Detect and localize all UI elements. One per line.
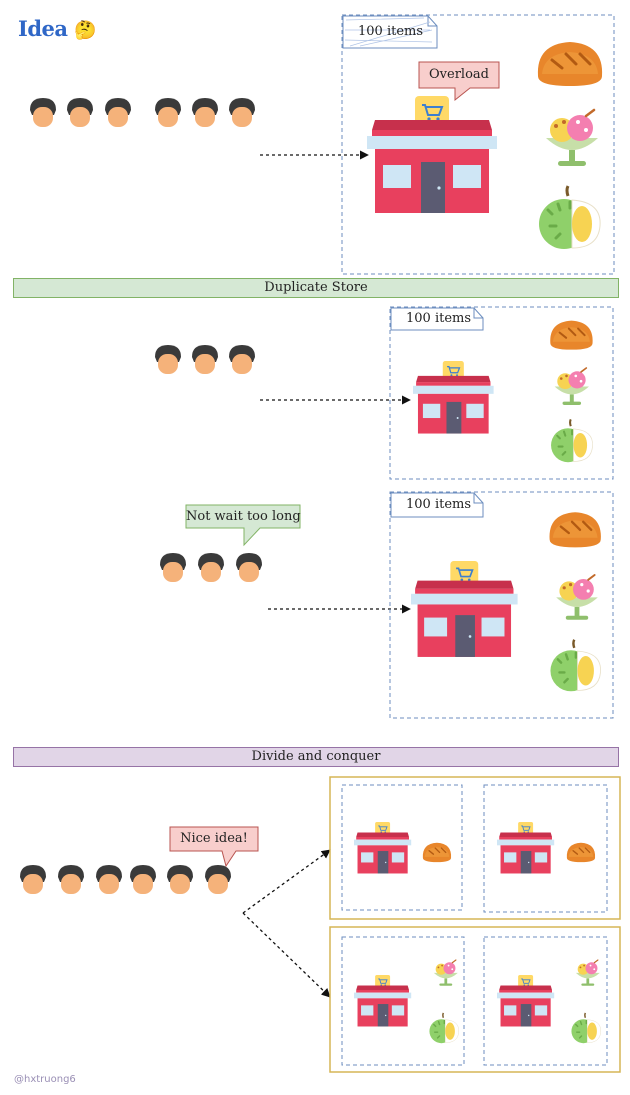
crowd-row-3 — [160, 553, 262, 582]
section-label-divide: Divide and conquer — [251, 749, 381, 764]
store-icon — [496, 974, 555, 1027]
callout-not-wait — [185, 504, 301, 547]
person-icon — [67, 98, 93, 127]
person-icon — [160, 553, 186, 582]
ice-cream-icon — [575, 959, 601, 987]
person-icon — [167, 865, 193, 894]
person-icon — [96, 865, 122, 894]
callout-nice-idea — [169, 826, 259, 868]
store-icon — [353, 974, 412, 1027]
store-icon — [412, 360, 495, 435]
split-arrow-down — [242, 912, 331, 998]
person-icon — [130, 865, 156, 894]
items-note-3-label: 100 items — [406, 497, 472, 512]
items-note-1-label: 100 items — [358, 24, 424, 39]
durian-icon — [537, 184, 602, 251]
durian-icon — [549, 638, 602, 693]
bread-icon — [549, 319, 594, 351]
durian-icon — [570, 1012, 602, 1044]
fruit-cluster-frame — [329, 926, 621, 1073]
person-icon — [155, 345, 181, 374]
callout-nice-idea-label: Nice idea! — [180, 831, 248, 846]
store-box-3 — [389, 491, 614, 719]
mini-store-box — [341, 936, 465, 1066]
callout-not-wait-label: Not wait too long — [186, 509, 301, 524]
durian-icon — [550, 418, 594, 464]
bread-cluster-frame — [329, 776, 621, 920]
section-label-duplicate: Duplicate Store — [264, 280, 368, 295]
person-icon — [205, 865, 231, 894]
ice-cream-icon — [433, 959, 459, 987]
store-icon — [366, 95, 498, 214]
ice-cream-icon — [553, 367, 590, 406]
mini-store-box — [483, 784, 608, 913]
bread-icon — [548, 511, 603, 549]
ice-cream-icon — [544, 108, 600, 168]
page-title: Idea 🤔 — [18, 16, 97, 41]
crowd-row-2 — [155, 345, 255, 374]
person-icon — [58, 865, 84, 894]
person-icon — [198, 553, 224, 582]
callout-overload-label: Overload — [429, 67, 489, 82]
person-icon — [229, 345, 255, 374]
person-icon — [155, 98, 181, 127]
person-icon — [192, 345, 218, 374]
title-text: Idea — [18, 16, 68, 41]
bread-icon — [566, 842, 596, 863]
durian-icon — [428, 1012, 460, 1044]
items-note-2-label: 100 items — [406, 311, 472, 326]
callout-overload — [418, 61, 500, 102]
mini-store-box — [341, 784, 463, 911]
store-box-2 — [389, 306, 614, 480]
store-icon — [353, 821, 412, 874]
split-arrow-up — [242, 849, 331, 914]
store-icon — [410, 560, 519, 658]
bread-icon — [422, 842, 452, 863]
person-icon — [105, 98, 131, 127]
items-note-3 — [390, 492, 484, 518]
crowd-row-4 — [20, 865, 231, 894]
mini-store-box — [483, 936, 608, 1066]
person-icon — [236, 553, 262, 582]
person-icon — [30, 98, 56, 127]
store-icon — [496, 821, 555, 874]
person-icon — [20, 865, 46, 894]
items-note-2 — [390, 307, 484, 331]
thinking-emoji-icon: 🤔 — [74, 20, 97, 41]
ice-cream-icon — [555, 573, 599, 621]
bread-icon — [536, 40, 604, 88]
crowd-row-1 — [30, 98, 255, 127]
items-note-1 — [342, 15, 438, 49]
person-icon — [192, 98, 218, 127]
store-box-1 — [341, 14, 615, 275]
person-icon — [229, 98, 255, 127]
section-band-divide-and-conquer: Divide and conquer — [13, 747, 619, 767]
section-band-duplicate-store: Duplicate Store — [13, 278, 619, 298]
author-credit: @hxtruong6 — [14, 1074, 76, 1085]
